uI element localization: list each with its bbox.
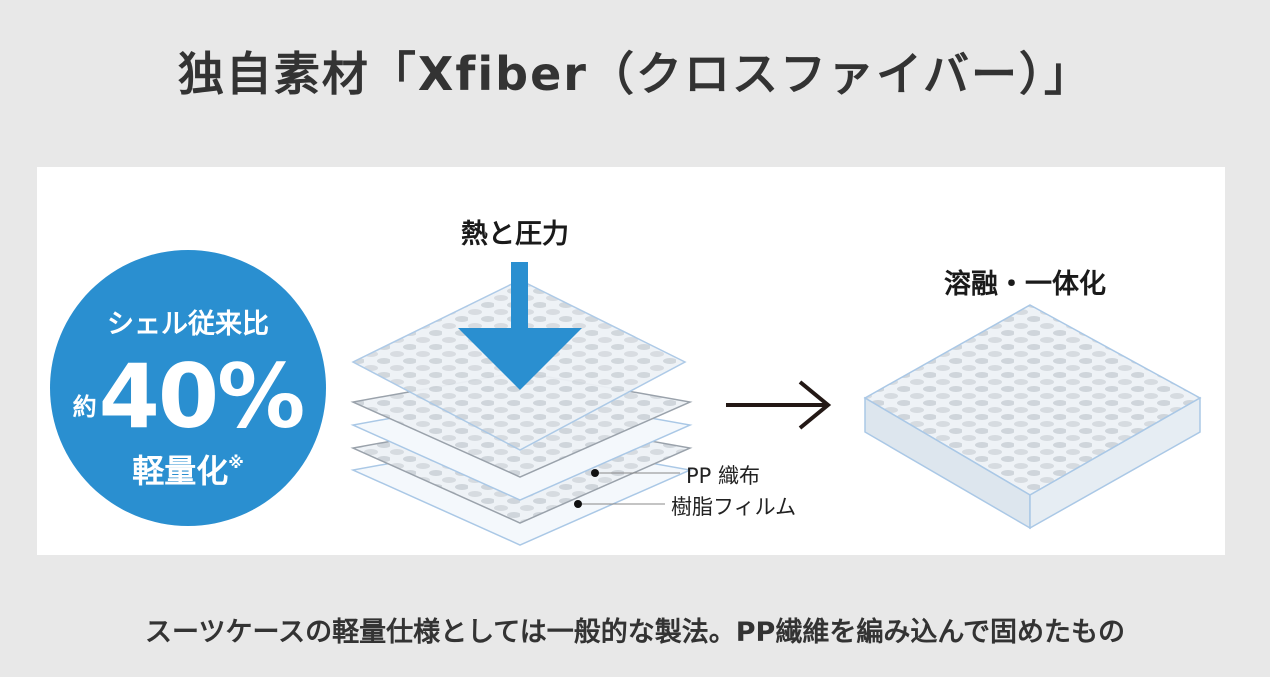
down-arrow-icon (458, 262, 582, 390)
legend-pp: PP 織布 (686, 464, 761, 488)
weight-reduction-badge: シェル従来比 約40% 軽量化※ (50, 250, 326, 526)
legend-leaders (574, 469, 680, 508)
fused-label: 溶融・一体化 (944, 269, 1106, 300)
badge-bottom-label: 軽量化 (132, 452, 229, 490)
heat-pressure-label: 熱と圧力 (461, 219, 569, 250)
legend-film: 樹脂フィルム (671, 495, 797, 519)
badge-bottom-text: 軽量化※ (50, 446, 326, 492)
fused-slab (863, 304, 1202, 530)
badge-value: 約40% (50, 345, 326, 448)
badge-note-mark: ※ (228, 453, 244, 472)
footer-caption: スーツケースの軽量仕様としては一般的な製法。PP繊維を編み込んで固めたもの (145, 617, 1125, 648)
right-arrow-icon (726, 380, 832, 430)
badge-percent: 40% (98, 345, 306, 448)
layer-stack (350, 279, 693, 546)
badge-prefix: 約 (72, 393, 97, 421)
page-title: 独自素材「Xfiber（クロスファイバー）」 (177, 47, 1093, 101)
badge-top-text: シェル従来比 (107, 309, 269, 340)
